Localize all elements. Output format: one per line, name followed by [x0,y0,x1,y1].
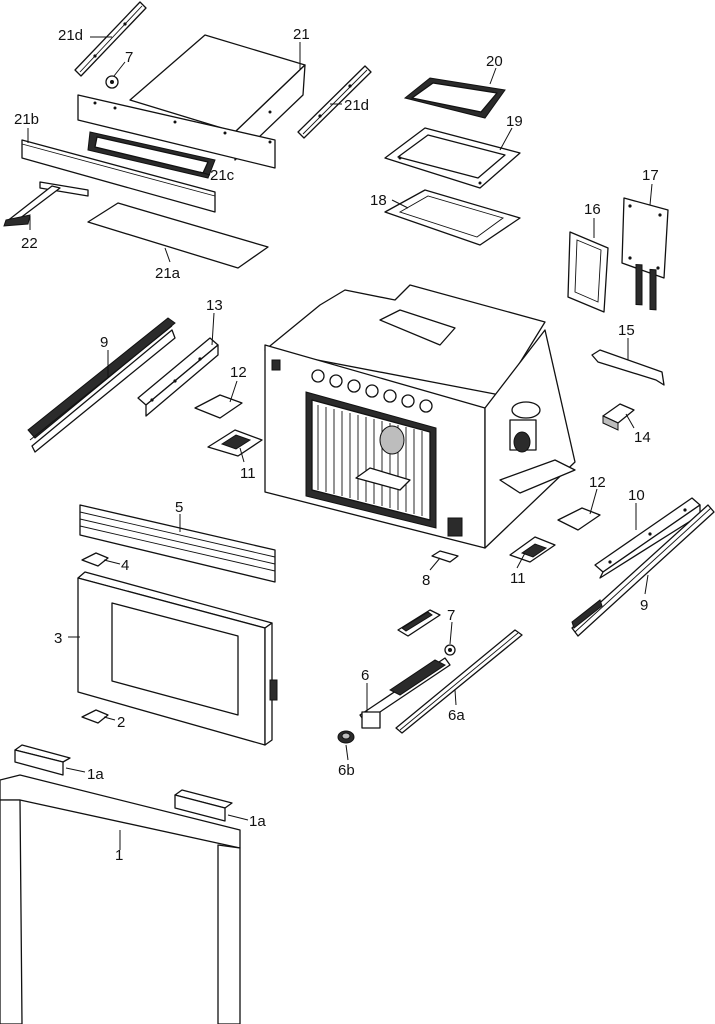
part-21d-right-rail [297,65,372,139]
callout-5: 5 [175,499,183,516]
part-6a-rail [395,629,523,734]
callout-20: 20 [486,53,503,70]
callout-8: 8 [422,572,430,589]
part-16-plate [567,231,609,313]
part-21-top-panel [77,34,306,169]
callout-2: 2 [117,714,125,731]
callout-21d-top: 21d [58,27,83,44]
oven-cavity-motor [509,401,541,453]
part-15-bracket [591,349,665,386]
part-3-door [77,571,278,746]
callout-1: 1 [115,847,123,864]
part-6b-knob [337,730,355,744]
callout-21c: 21c [210,167,235,184]
part-20-gasket [403,77,506,119]
callout-18: 18 [370,192,387,209]
part-4-hinge-clip [81,552,109,567]
part-12-left-plate [194,394,243,419]
callout-labels: 21d 7 21 21d 21b 21c 22 21a 20 19 18 16 … [14,26,659,864]
callout-15: 15 [618,322,635,339]
part-11-right-plate [509,536,556,563]
callout-12-right: 12 [589,474,606,491]
callout-11-right: 11 [510,570,526,587]
part-18-plate [384,189,521,246]
part-22-bracket [3,181,89,227]
callout-6: 6 [361,667,369,684]
callout-9-right: 9 [640,597,648,614]
callout-6a: 6a [448,707,465,724]
part-1a-left-bracket [14,744,71,776]
oven-cavity-vents [311,369,433,413]
part-13-bracket [137,337,219,417]
part-14-block [602,403,635,431]
callout-1a-left: 1a [87,766,104,783]
callout-1a-right: 1a [249,813,266,830]
part-7-washer-top [105,75,119,89]
part-21a-sheet [87,202,269,269]
callout-6b: 6b [338,762,355,779]
part-17-bracket [621,197,669,311]
leader-lines [27,36,653,850]
part-21d-left-rail [74,1,147,77]
callout-16: 16 [584,201,601,218]
callout-21a: 21a [155,265,181,282]
part-12-right-plate [557,507,601,531]
part-5-trim-strip [79,504,276,583]
callout-13: 13 [206,297,223,314]
callout-10: 10 [628,487,645,504]
callout-7-top: 7 [125,49,133,66]
callout-21: 21 [293,26,310,43]
callout-14: 14 [634,429,651,446]
part-9-right-rail [571,504,715,637]
callout-17: 17 [642,167,659,184]
callout-3: 3 [54,630,62,647]
part-11-left-plate [207,429,263,457]
part-7-washer-mid [444,644,456,656]
callout-12-left: 12 [230,364,247,381]
part-2-hinge-clip [81,709,109,724]
part-8-clip [431,550,459,563]
part-1a-right-bracket [174,789,233,822]
part-21b-strip [21,139,216,213]
part-6-handle [359,657,451,729]
callout-21b: 21b [14,111,39,128]
oven-cavity-assembly [264,284,576,549]
callout-9-left: 9 [100,334,108,351]
callout-19: 19 [506,113,523,130]
control-module [397,609,441,637]
callout-7-mid: 7 [447,607,455,624]
oven-cavity-rack-lines [317,405,423,516]
callout-4: 4 [121,557,129,574]
part-1-trim-frame [0,774,241,1024]
part-9-left-rail [27,317,176,453]
callout-21d-right: 21d [344,97,369,114]
part-19-frame [384,127,521,189]
callout-22: 22 [21,235,38,252]
callout-11-left: 11 [240,465,256,482]
